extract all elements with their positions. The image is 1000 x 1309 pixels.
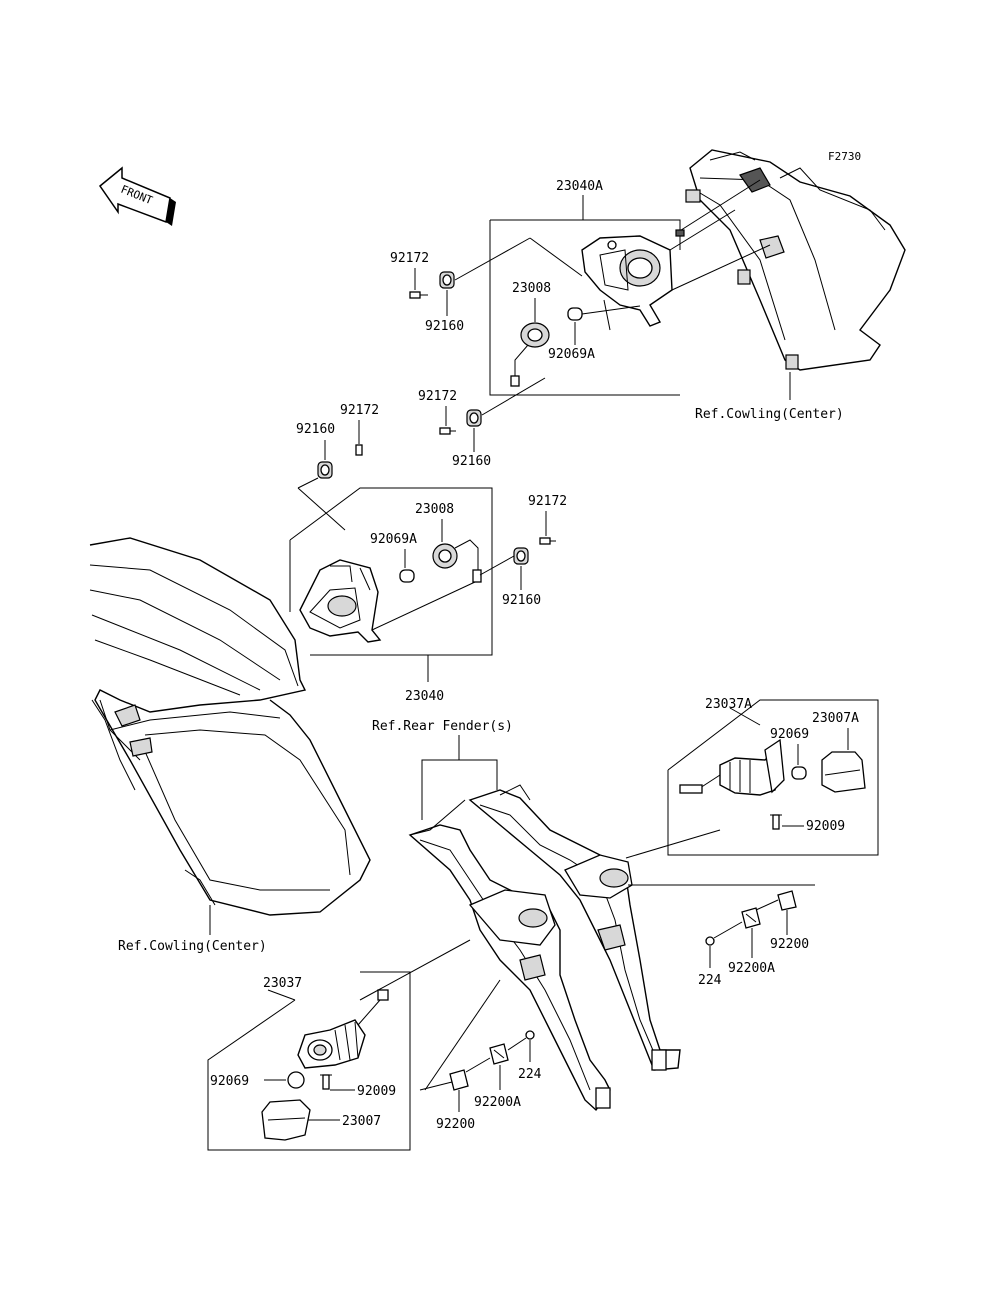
label-92172-right: 92172 bbox=[528, 494, 567, 509]
label-92160-mid: 92160 bbox=[452, 454, 491, 469]
label-23008-top: 23008 bbox=[512, 281, 551, 296]
plate-92200-right bbox=[777, 890, 797, 911]
label-92069-right: 92069 bbox=[770, 727, 809, 742]
grommet-92160-right bbox=[513, 547, 529, 565]
bolt-92172-mid bbox=[439, 427, 456, 435]
label-92069A-mid: 92069A bbox=[370, 532, 417, 547]
ref-cowling-top: Ref.Cowling(Center) bbox=[695, 407, 844, 422]
bulb-92069-right bbox=[791, 766, 807, 780]
label-92200A-right: 92200A bbox=[728, 961, 775, 976]
front-arrow-icon: FRONT bbox=[98, 166, 176, 226]
label-23037A: 23037A bbox=[705, 697, 752, 712]
socket-23008-top bbox=[510, 322, 550, 387]
label-23037: 23037 bbox=[263, 976, 302, 991]
nut-224-right bbox=[705, 936, 715, 946]
label-23008-mid: 23008 bbox=[415, 502, 454, 517]
label-92200A-center: 92200A bbox=[474, 1095, 521, 1110]
label-92009-right: 92009 bbox=[806, 819, 845, 834]
cowling-center-upper bbox=[685, 149, 906, 400]
bulb-92069-left bbox=[287, 1071, 305, 1089]
group-23037A bbox=[667, 699, 879, 856]
ref-cowling-bottom: Ref.Cowling(Center) bbox=[118, 939, 267, 954]
bolt-92172-right bbox=[539, 511, 556, 545]
bracket-92200A-right bbox=[741, 907, 761, 929]
label-23007: 23007 bbox=[342, 1114, 381, 1129]
rear-fender bbox=[408, 784, 681, 1112]
screw-92009-left bbox=[320, 1074, 332, 1090]
lens-23007A bbox=[821, 751, 866, 793]
bracket-92200A-center bbox=[489, 1043, 509, 1065]
label-92172-left: 92172 bbox=[340, 403, 379, 418]
group-23040A bbox=[489, 179, 771, 396]
group-23037 bbox=[207, 971, 411, 1151]
label-92160-left: 92160 bbox=[296, 422, 335, 437]
label-92200-center: 92200 bbox=[436, 1117, 475, 1132]
cowling-center-lower bbox=[89, 537, 371, 935]
plate-92200-center bbox=[449, 1069, 469, 1091]
label-92200-right: 92200 bbox=[770, 937, 809, 952]
label-92069-left: 92069 bbox=[210, 1074, 249, 1089]
label-92160-top: 92160 bbox=[425, 319, 464, 334]
lens-23007 bbox=[261, 1099, 311, 1141]
label-23040: 23040 bbox=[405, 689, 444, 704]
grommet-92160-mid bbox=[466, 409, 482, 427]
label-92172-top: 92172 bbox=[390, 251, 429, 266]
label-224-right: 224 bbox=[698, 973, 722, 988]
label-23007A: 23007A bbox=[812, 711, 859, 726]
label-92069A-top: 92069A bbox=[548, 347, 595, 362]
grommet-92160-top bbox=[439, 271, 455, 289]
bolt-92172-top bbox=[409, 291, 428, 299]
label-23040A: 23040A bbox=[556, 179, 603, 194]
label-92160-right: 92160 bbox=[502, 593, 541, 608]
bolt-92172-left bbox=[355, 420, 363, 456]
socket-23008-mid bbox=[432, 539, 482, 583]
ref-rear-fender: Ref.Rear Fender(s) bbox=[372, 719, 513, 734]
bulb-92069A-top bbox=[567, 307, 583, 321]
label-92009-left: 92009 bbox=[357, 1084, 396, 1099]
nut-224-center bbox=[525, 1030, 535, 1040]
bulb-92069A-mid bbox=[399, 569, 415, 583]
label-224-center: 224 bbox=[518, 1067, 542, 1082]
figure-code: F2730 bbox=[828, 150, 861, 163]
group-23040 bbox=[289, 487, 493, 682]
label-92172-mid: 92172 bbox=[418, 389, 457, 404]
grommet-92160-left bbox=[317, 461, 333, 479]
screw-92009-right bbox=[770, 814, 782, 830]
